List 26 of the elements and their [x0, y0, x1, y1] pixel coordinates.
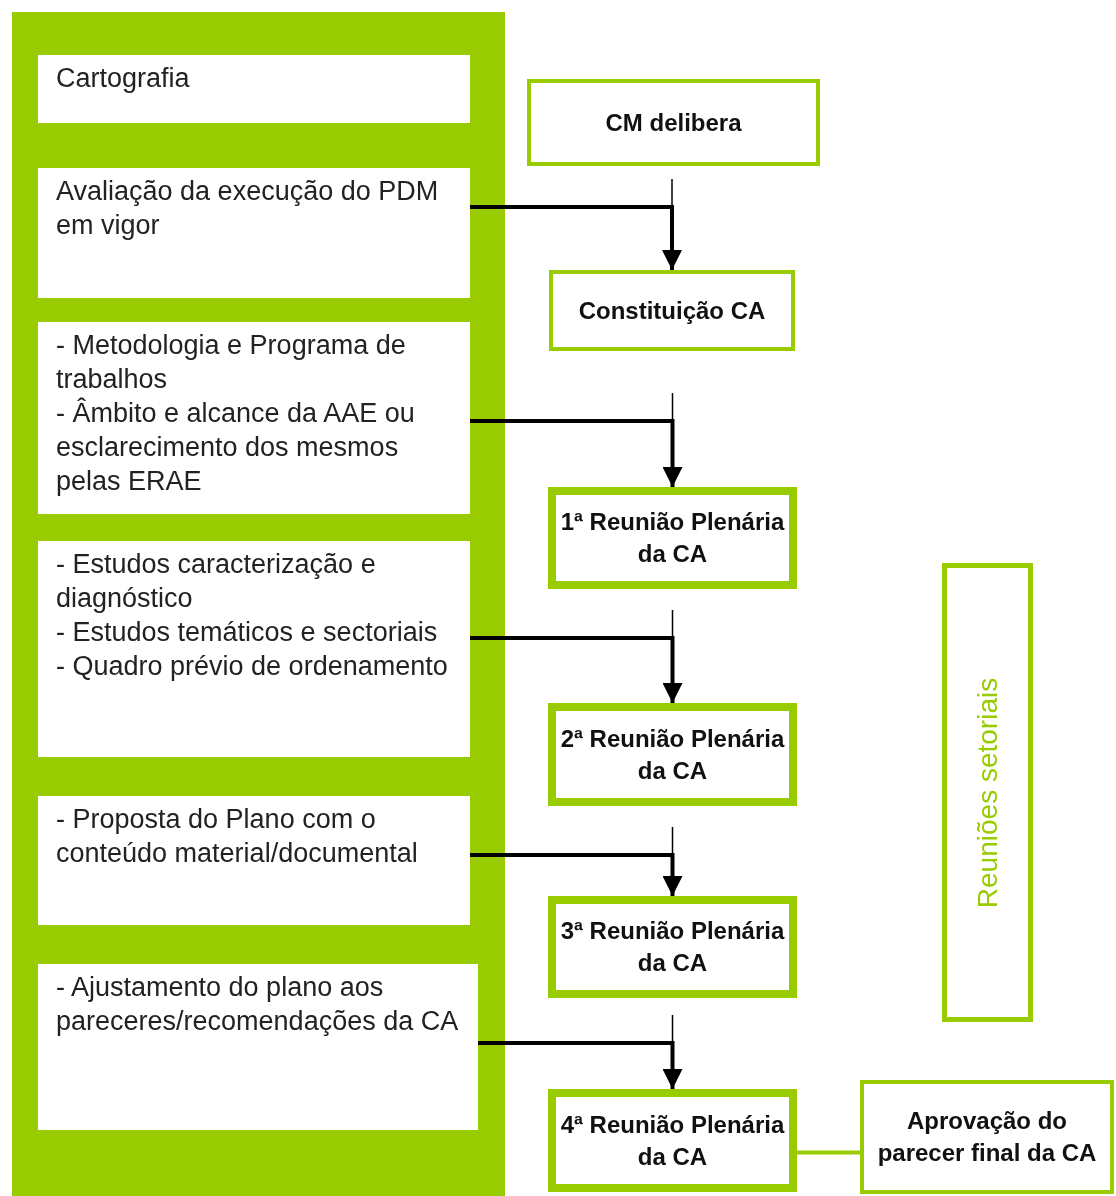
- phase-panel: [12, 12, 505, 1196]
- process-box: Aprovação do parecer final da CA: [860, 1080, 1114, 1194]
- task-box: - Proposta do Plano com o conteúdo material/documental: [38, 796, 470, 925]
- arrow: [470, 205, 682, 270]
- arrow: [470, 853, 683, 896]
- task-text: - Metodologia e Programa de trabalhos: [56, 329, 407, 396]
- process-box: 3ª Reunião Plenária da CA: [548, 896, 797, 998]
- task-text: - Âmbito e alcance da AAE ou esclarecimento dos mesmos pelas ERAE: [56, 396, 416, 498]
- process-box: 1ª Reunião Plenária da CA: [548, 487, 797, 589]
- task-box: Cartografia: [38, 55, 470, 123]
- process-box: 4ª Reunião Plenária da CA: [548, 1089, 797, 1192]
- arrow: [470, 636, 683, 703]
- process-box: Constituição CA: [549, 270, 795, 351]
- task-box: [38, 322, 470, 514]
- task-box: - Ajustamento do plano aos pareceres/recomendações da CA: [38, 964, 478, 1130]
- task-text: - Estudos caracterização e diagnóstico: [56, 548, 377, 615]
- band-label: Reuniões setoriais: [971, 677, 1004, 908]
- process-box: CM delibera: [527, 79, 820, 166]
- arrow: [470, 419, 683, 487]
- task-box: Avaliação da execução do PDM em vigor: [38, 168, 470, 298]
- process-box: 2ª Reunião Plenária da CA: [548, 703, 797, 806]
- side-band: [942, 563, 1033, 1022]
- task-box: [38, 541, 470, 757]
- arrow: [478, 1041, 683, 1089]
- task-text: - Estudos temáticos e sectoriais: [56, 616, 439, 649]
- task-text: - Quadro prévio de ordenamento: [56, 650, 449, 683]
